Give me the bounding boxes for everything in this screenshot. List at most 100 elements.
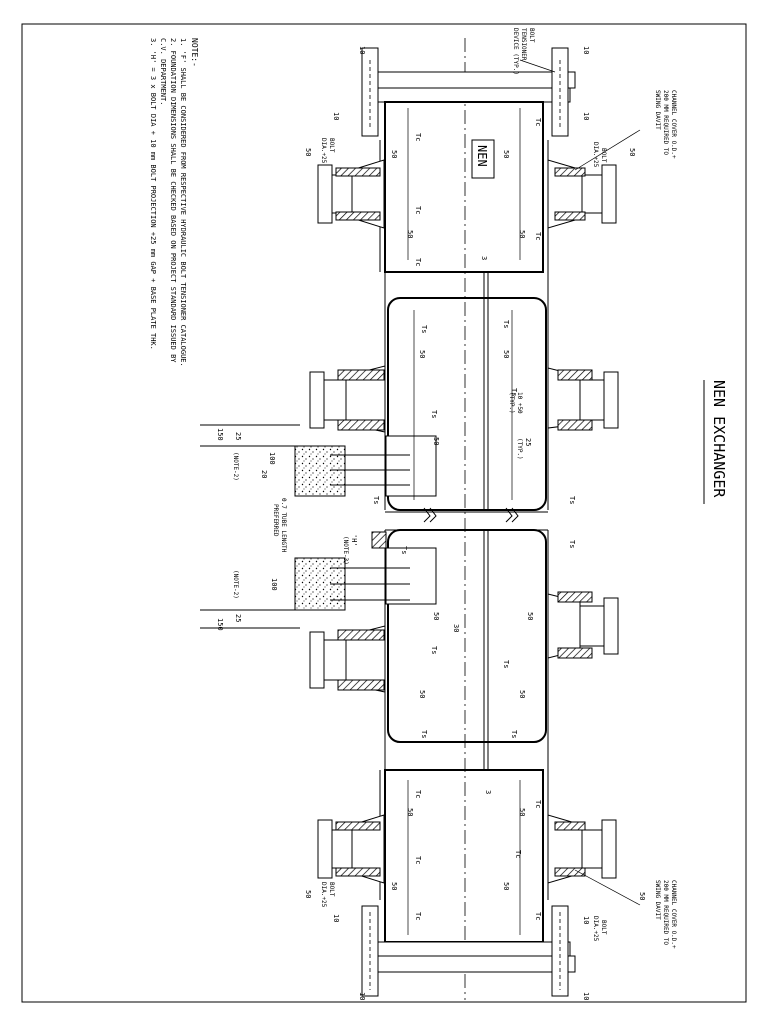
svg-text:50: 50 (518, 230, 526, 238)
svg-text:(TYP.): (TYP.) (516, 438, 523, 460)
svg-text:50: 50 (432, 437, 440, 445)
bottom-cover-flange (364, 955, 576, 973)
svg-text:50: 50 (406, 808, 414, 816)
upper-saddle (385, 435, 437, 497)
top-right-nozzle-flange (601, 164, 617, 224)
notes-block: NOTE:- 1. 'F' SHALL BE CONSIDERED FROM R… (149, 38, 199, 367)
note-1: 1. 'F' SHALL BE CONSIDERED FROM RESPECTI… (179, 38, 187, 367)
svg-text:Tc: Tc (534, 118, 542, 126)
svg-text:3: 3 (484, 790, 492, 794)
nen-tag: NEN (475, 145, 489, 167)
note-2: 2. FOUNDATION DIMENSIONS SHALL BE CHECKE… (169, 38, 177, 363)
channel-cover-label-top: CHANNEL COVER O.D.+ (670, 90, 677, 159)
svg-text:10: 10 (332, 914, 340, 922)
svg-text:50: 50 (304, 890, 312, 898)
notes-heading: NOTE:- (190, 38, 199, 67)
svg-text:Ts: Ts (502, 660, 510, 668)
svg-text:10: 10 (358, 46, 366, 54)
note-3: 3. 'H' = 3 x BOLT DIA + 10 mm BOLT PROJE… (149, 38, 157, 350)
svg-text:50: 50 (406, 230, 414, 238)
svg-text:SWING DAVIT: SWING DAVIT (654, 880, 661, 920)
svg-text:Ts: Ts (502, 320, 510, 328)
svg-text:10: 10 (332, 112, 340, 120)
lower-shell-body (387, 529, 547, 743)
svg-text:Ts: Ts (430, 646, 438, 654)
sheet-border (21, 23, 747, 1003)
upper-shell-body (387, 297, 547, 511)
break-symbol: 0.7 TUBE LENGTH PREFERRED (272, 498, 548, 553)
svg-text:TENSIONER: TENSIONER (520, 28, 527, 61)
svg-text:100: 100 (270, 578, 278, 591)
svg-text:50: 50 (418, 690, 426, 698)
lower-saddle (385, 547, 437, 605)
svg-text:Tc: Tc (534, 232, 542, 240)
svg-text:DIA.+25: DIA.+25 (592, 916, 599, 942)
svg-text:SWING DAVIT: SWING DAVIT (654, 90, 661, 130)
channel-cover-label-bottom: CHANNEL COVER O.D.+ (670, 880, 677, 949)
svg-text:10: 10 (582, 992, 590, 1000)
svg-text:Tc: Tc (534, 912, 542, 920)
svg-text:PREFERRED: PREFERRED (272, 504, 279, 537)
svg-text:10: 10 (358, 992, 366, 1000)
svg-text:200 MM REQUIRED TO: 200 MM REQUIRED TO (662, 90, 669, 155)
top-cover-flange (364, 71, 576, 89)
svg-text:Ts: Ts (568, 496, 576, 504)
svg-text:10: 10 (582, 112, 590, 120)
svg-text:Tc: Tc (414, 258, 422, 266)
svg-text:Ts: Ts (420, 730, 428, 738)
svg-text:DEVICE (TYP.): DEVICE (TYP.) (512, 28, 519, 75)
svg-text:50: 50 (304, 148, 312, 156)
lower-shell: 'H' (NOTE-3) Ts Ts 100 (NOTE-2) 150 25 5… (200, 529, 619, 794)
top-channel-flange (369, 87, 571, 103)
svg-text:DIA.+25: DIA.+25 (320, 138, 327, 164)
svg-text:DIA.+25: DIA.+25 (320, 882, 327, 908)
svg-text:Tc: Tc (534, 800, 542, 808)
svg-text:150: 150 (216, 618, 224, 631)
svg-text:BOLT: BOLT (600, 920, 607, 935)
svg-text:50: 50 (638, 892, 646, 900)
svg-text:50: 50 (432, 612, 440, 620)
upper-shell: Ts Ts 50 50 Ts Ts 50 10 +50 (TYP.) 25 (T… (200, 272, 619, 511)
svg-text:50: 50 (390, 882, 398, 890)
svg-text:BOLT: BOLT (328, 882, 335, 897)
svg-text:100: 100 (268, 452, 276, 465)
svg-text:50: 50 (526, 612, 534, 620)
svg-text:200 MM REQUIRED TO: 200 MM REQUIRED TO (662, 880, 669, 945)
svg-text:BOLT: BOLT (600, 148, 607, 163)
note-2-cont: C.V. DEPARTMENT. (159, 38, 167, 105)
bottom-channel-flange (369, 941, 571, 957)
svg-text:50: 50 (502, 150, 510, 158)
svg-text:10: 10 (582, 46, 590, 54)
svg-text:DIA.+25: DIA.+25 (592, 142, 599, 168)
svg-text:10: 10 (582, 916, 590, 924)
svg-text:10 +50: 10 +50 (516, 392, 523, 414)
svg-text:Tc: Tc (514, 850, 522, 858)
svg-text:(NOTE-2): (NOTE-2) (232, 570, 239, 599)
svg-text:Ts: Ts (400, 546, 408, 554)
svg-text:50: 50 (518, 808, 526, 816)
svg-text:Ts: Ts (420, 325, 428, 333)
bottom-channel: Tc Tc 50 50 Tc Tc 50 50 Tc Tc 10 10 10 1… (304, 769, 677, 1000)
svg-text:50: 50 (502, 882, 510, 890)
svg-text:BOLT: BOLT (328, 138, 335, 153)
svg-text:3: 3 (480, 256, 488, 260)
svg-text:Ts: Ts (510, 388, 518, 396)
drawing-title: NEN EXCHANGER (710, 380, 728, 498)
svg-text:50: 50 (502, 350, 510, 358)
svg-text:(NOTE-3): (NOTE-3) (342, 536, 349, 565)
top-channel-body (384, 101, 544, 273)
svg-text:Tc: Tc (414, 133, 422, 141)
svg-text:'H': 'H' (350, 534, 358, 547)
svg-text:20: 20 (260, 470, 268, 478)
top-channel: NEN Tc 50 50 Tc 50 50 Tc Tc Tc 10 10 10 … (304, 28, 677, 273)
svg-text:Tc: Tc (414, 912, 422, 920)
svg-text:25: 25 (524, 438, 532, 446)
svg-text:25: 25 (234, 432, 242, 440)
upper-foundation (294, 445, 346, 497)
svg-text:150: 150 (216, 428, 224, 441)
tube-length-label: 0.7 TUBE LENGTH (280, 498, 287, 553)
svg-text:Ts: Ts (372, 496, 380, 504)
svg-text:Ts: Ts (568, 540, 576, 548)
svg-text:50: 50 (628, 148, 636, 156)
